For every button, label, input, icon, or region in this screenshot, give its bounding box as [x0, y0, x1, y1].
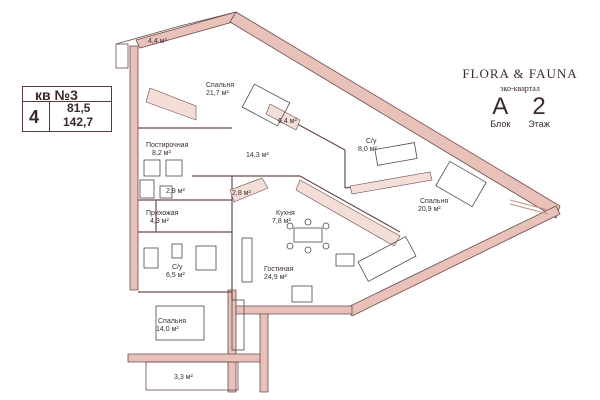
balcony-top [115, 11, 237, 69]
brand-subtitle: эко-квартал [500, 84, 540, 93]
furniture [139, 83, 487, 351]
hall-center-area: 14,3 м² [246, 152, 269, 159]
brand-block: FLORA & FAUNA эко-квартал A Блок 2 Этаж [458, 66, 582, 136]
block-value: A [492, 93, 509, 120]
info-divider-v [49, 101, 50, 131]
bedroom-sw-name: Спальня [158, 318, 187, 325]
pantry-area: 2,8 м² [232, 190, 251, 197]
bath-top-name: С/у [366, 138, 377, 145]
entry-area: 4,3 м² [150, 218, 169, 225]
room-count: 4 [29, 107, 40, 127]
structural-hatching [145, 87, 433, 247]
bath-top-area: 8,0 м² [358, 146, 377, 153]
floor-value: 2 [532, 93, 546, 120]
bedroom-sw-area: 14,0 м² [156, 326, 179, 333]
balcony-bottom-area: 3,3 м² [174, 374, 193, 381]
kitchen-name: Кухня [276, 210, 295, 217]
bedroom-nw-name: Спальня [206, 82, 235, 89]
bedroom-nw-area: 21,7 м² [206, 90, 229, 97]
exterior-walls [127, 11, 561, 393]
laundry-area: 8,2 м² [152, 150, 171, 157]
floor-label: Этаж [528, 119, 550, 129]
living-name: Гостиная [264, 266, 294, 273]
balcony-bottom [145, 361, 239, 391]
total-area: 142,7 [63, 115, 94, 129]
bedroom-east-name: Спальня [420, 198, 449, 205]
bedroom-east-area: 20,9 м² [418, 206, 441, 213]
living-area: 81,5 [67, 101, 91, 115]
info-divider-h [23, 101, 111, 102]
living-area: 24,9 м² [264, 274, 287, 281]
small-store-area: 2,9 м² [166, 188, 185, 195]
bath-left-area: 6,5 м² [166, 272, 185, 279]
window-detail [509, 199, 549, 215]
apartment-info-box: кв №3 4 81,5 142,7 [22, 86, 112, 132]
laundry-name: Постирочная [146, 142, 189, 149]
brand-name: FLORA & FAUNA [462, 66, 578, 81]
block-label: Блок [490, 119, 511, 129]
bath-left-name: С/у [172, 264, 183, 271]
apartment-number: кв №3 [35, 87, 78, 103]
closet-area: 6,4 м² [278, 118, 297, 125]
entry-name: Прихожая [146, 210, 179, 217]
kitchen-area: 7,8 м² [272, 218, 291, 225]
balcony-top-area: 4,4 м² [148, 38, 167, 45]
